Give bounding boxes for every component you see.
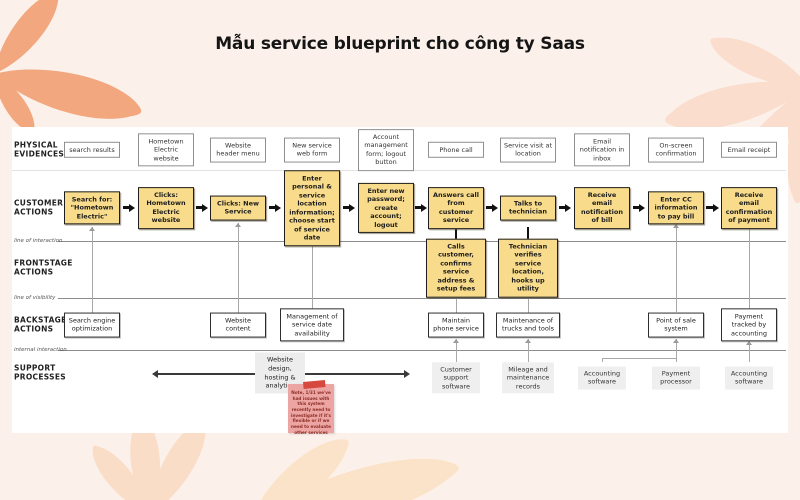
customer-box: Answers call from customer service bbox=[428, 187, 484, 229]
arrowhead-up bbox=[89, 227, 95, 231]
connector-vertical bbox=[601, 358, 603, 362]
blueprint-canvas: PHYSICAL EVIDENCES CUSTOMER ACTIONS FRONTS… bbox=[12, 127, 788, 435]
petal-bottom-center bbox=[238, 426, 465, 500]
separator-line-of-visibility bbox=[58, 298, 786, 299]
customer-box: Search for: "Hometown Electric" bbox=[64, 191, 120, 225]
arrowhead-up bbox=[453, 339, 459, 343]
customer-box: Enter new password; create account; logo… bbox=[358, 182, 414, 234]
connector-vertical bbox=[748, 341, 750, 362]
row-label-frontstage: FRONTSTAGE ACTIONS bbox=[14, 258, 73, 277]
separator-label-line-of-visibility: line of visibility bbox=[14, 295, 56, 301]
separator-label-internal-interaction: internal interaction bbox=[14, 347, 67, 353]
separator-internal-interaction bbox=[58, 350, 786, 351]
connector-vertical bbox=[748, 224, 750, 309]
connector-vertical-black bbox=[455, 227, 457, 249]
flow-arrow-right bbox=[342, 203, 356, 212]
separator-line-of-interaction bbox=[58, 241, 786, 242]
connector-vertical bbox=[675, 224, 677, 312]
connector-vertical bbox=[675, 339, 677, 362]
support-box: Customer support software bbox=[432, 362, 480, 394]
physical-box: On-screen confirmation bbox=[648, 137, 704, 163]
physical-box: New service web form bbox=[284, 137, 340, 163]
connector-vertical-black bbox=[527, 227, 529, 249]
support-box: Mileage and maintenance records bbox=[502, 362, 554, 394]
connector-vertical bbox=[237, 223, 239, 313]
support-box: Payment processor bbox=[652, 366, 700, 390]
customer-box: Enter CC information to pay bill bbox=[648, 191, 704, 225]
physical-box: Hometown Electric website bbox=[138, 133, 194, 167]
physical-box: Account management form; logout button bbox=[358, 129, 414, 171]
connector-elbow-horizontal bbox=[602, 358, 676, 359]
row-label-support: SUPPORT PROCESSES bbox=[14, 363, 66, 382]
customer-box: Enter personal & service location inform… bbox=[284, 170, 340, 246]
customer-box: Clicks: New Service bbox=[210, 195, 266, 221]
frontstage-box: Calls customer, confirms service address… bbox=[426, 238, 486, 298]
sticky-note: Note, 1/31 we've had issues with this sy… bbox=[288, 380, 334, 435]
customer-box: Receive email notification of bill bbox=[574, 187, 630, 229]
support-box: Accounting software bbox=[725, 366, 773, 390]
backstage-box: Management of service date availability bbox=[280, 308, 344, 342]
flow-arrow-right bbox=[632, 203, 646, 212]
connector-vertical bbox=[455, 339, 457, 362]
arrowhead-up bbox=[235, 223, 241, 227]
arrowhead-up bbox=[525, 339, 531, 343]
backstage-box: Payment tracked by accounting bbox=[721, 308, 777, 342]
connector-vertical bbox=[455, 289, 457, 313]
flow-arrow-right bbox=[706, 203, 719, 212]
separator-label-line-of-interaction: line of interaction bbox=[14, 238, 63, 244]
row-label-backstage: BACKSTAGE ACTIONS bbox=[14, 315, 67, 334]
flow-arrow-right bbox=[414, 203, 428, 212]
backstage-box: Website content bbox=[210, 312, 266, 338]
connector-vertical bbox=[91, 227, 93, 313]
customer-box: Talks to technician bbox=[500, 195, 556, 221]
flow-arrow-right bbox=[122, 203, 136, 212]
row-label-physical: PHYSICAL EVIDENCES bbox=[14, 140, 65, 159]
support-span-arrowhead-left bbox=[152, 369, 158, 378]
frontstage-box: Technician verifies service location, ho… bbox=[498, 238, 558, 298]
connector-vertical bbox=[311, 234, 313, 313]
backstage-box: Search engine optimization bbox=[64, 312, 120, 338]
physical-box: Email notification in inbox bbox=[574, 133, 630, 167]
arrowhead-up bbox=[746, 341, 752, 345]
flow-arrow-right bbox=[195, 203, 209, 212]
connector-vertical bbox=[527, 339, 529, 362]
backstage-box: Point of sale system bbox=[648, 312, 704, 338]
row-label-customer: CUSTOMER ACTIONS bbox=[14, 198, 64, 217]
sticky-note-tape bbox=[303, 380, 326, 389]
physical-box: Email receipt bbox=[721, 141, 777, 159]
arrowhead-up bbox=[673, 339, 679, 343]
backstage-box: Maintain phone service bbox=[428, 312, 484, 338]
customer-box: Receive email confirmation of payment bbox=[721, 187, 777, 229]
flow-arrow-right bbox=[485, 203, 499, 212]
backstage-box: Maintenance of trucks and tools bbox=[496, 312, 560, 338]
flow-arrow-right bbox=[558, 203, 572, 212]
physical-box: Phone call bbox=[428, 141, 484, 159]
page-title: Mẫu service blueprint cho công ty Saas bbox=[215, 34, 585, 54]
sticky-note-text: Note, 1/31 we've had issues with this sy… bbox=[291, 390, 331, 435]
connector-vertical bbox=[527, 289, 529, 313]
physical-box: Service visit at location bbox=[500, 137, 556, 163]
physical-box: Website header menu bbox=[210, 137, 266, 163]
physical-box: search results bbox=[64, 141, 120, 159]
petal-top-left bbox=[0, 0, 147, 139]
support-span-arrowhead-right bbox=[404, 369, 410, 378]
flow-arrow-right bbox=[268, 203, 282, 212]
support-box: Accounting software bbox=[578, 366, 626, 390]
customer-box: Clicks: Hometown Electric website bbox=[138, 187, 194, 229]
